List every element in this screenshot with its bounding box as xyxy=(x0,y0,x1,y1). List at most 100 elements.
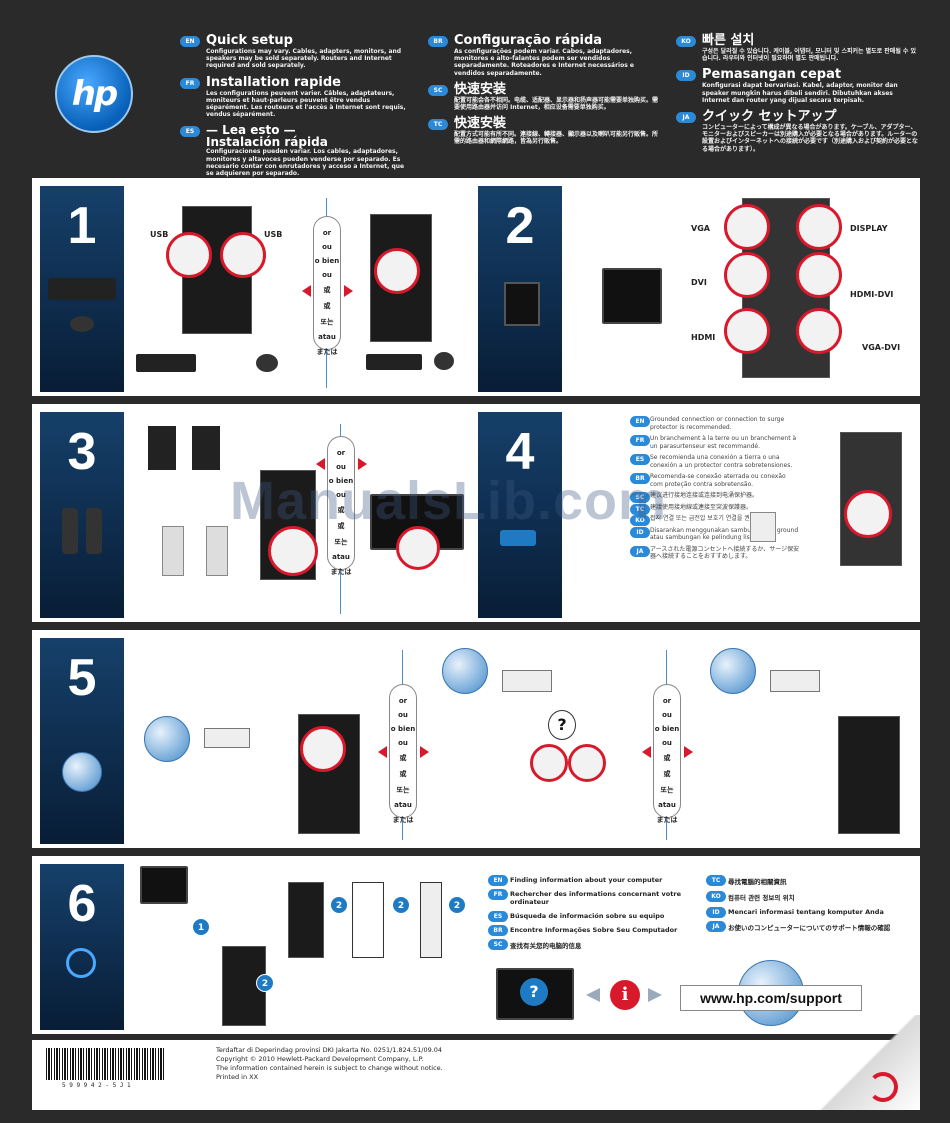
lang-badge: EN xyxy=(180,36,200,47)
internet-globe xyxy=(442,648,488,694)
tower-model-3 xyxy=(420,882,442,958)
intro-text: Configuraciones pueden variar. Los cable… xyxy=(206,148,405,178)
usb-label-right: USB xyxy=(264,230,283,239)
heading: クイック セットアップ xyxy=(702,109,837,125)
computer-tower-rear xyxy=(840,432,902,566)
wireless-router xyxy=(502,670,552,692)
monitor xyxy=(140,866,188,904)
vga-label: VGA xyxy=(691,224,710,233)
step-number-2: 2 xyxy=(478,186,562,392)
turn-page-arrow-icon[interactable] xyxy=(868,1072,898,1102)
lang-badge: KO xyxy=(676,36,696,47)
lang-badge: TC xyxy=(428,119,448,131)
question-icon: ? xyxy=(520,978,548,1006)
heading: Quick setup xyxy=(206,33,293,48)
speaker-icon xyxy=(86,508,102,554)
power-callout: 2 xyxy=(256,974,274,992)
arrow-left xyxy=(316,458,325,470)
mouse xyxy=(256,354,278,372)
hdmi-port-callout xyxy=(724,308,770,354)
watermark: ManualsLib.com xyxy=(230,471,668,531)
antenna-port-callout xyxy=(530,744,568,782)
dvi-label: DVI xyxy=(691,278,707,287)
help-monitor: ? xyxy=(496,968,574,1020)
antenna-port-callout-2 xyxy=(568,744,606,782)
power-callout: 2 xyxy=(330,896,348,914)
arrow-right-icon xyxy=(648,988,662,1002)
display-port-callout xyxy=(796,204,842,250)
step-number-4: 4 xyxy=(478,412,562,618)
speaker-2-right xyxy=(206,526,228,576)
lang-badge: ES xyxy=(180,126,200,138)
globe-icon xyxy=(62,752,102,792)
step-number-6: 6 xyxy=(40,864,124,1030)
arrow-left xyxy=(378,746,387,758)
keyboard-icon xyxy=(48,278,116,300)
hdmi-dvi-label: HDMI-DVI xyxy=(850,290,894,299)
vga-dvi-label: VGA-DVI xyxy=(862,343,901,352)
lang-badge: ID xyxy=(676,70,696,82)
heading: Pemasangan cepat xyxy=(702,67,842,83)
question-icon: ? xyxy=(548,710,576,740)
mouse-icon xyxy=(70,316,94,332)
display-label: DISPLAY xyxy=(850,224,888,233)
intro-text: As configurações podem variar. Cabos, ad… xyxy=(454,48,634,77)
hdmi-label: HDMI xyxy=(691,333,716,342)
monitor xyxy=(602,268,662,324)
intro-text: Les configurations peuvent varier. Câble… xyxy=(206,89,406,119)
wireless-mouse xyxy=(434,352,454,370)
power-callout: 2 xyxy=(392,896,410,914)
heading: Configuração rápida xyxy=(454,33,603,48)
step-number-1: 1 xyxy=(40,186,124,392)
vga-port-callout xyxy=(724,204,770,250)
arrow-right xyxy=(684,746,693,758)
speaker-icon xyxy=(62,508,78,554)
keyboard xyxy=(136,354,196,372)
heading: Installation rapide xyxy=(206,74,341,90)
heading: 快速安装 xyxy=(454,81,507,97)
step-number-5: 5 xyxy=(40,638,124,844)
monitor-icon xyxy=(504,282,540,326)
power-icon xyxy=(66,948,96,978)
heading: 快速安裝 xyxy=(454,116,507,132)
footer-text: Terdaftar di Deperindag provinsi DKI Jak… xyxy=(216,1046,443,1081)
heading: 빠른 설치 xyxy=(702,33,755,48)
hp-logo: hp xyxy=(55,55,133,133)
usb-port-callout-right xyxy=(220,232,266,278)
vga-dvi-port-callout xyxy=(796,308,842,354)
usb-label-left: USB xyxy=(150,230,169,239)
heading: Instalación rápida xyxy=(206,135,328,150)
usb-front-callout xyxy=(374,248,420,294)
internet-globe xyxy=(144,716,190,762)
wall-outlet xyxy=(750,512,776,542)
monitor-audio-callout xyxy=(396,526,440,570)
arrow-right xyxy=(420,746,429,758)
lang-badge: BR xyxy=(428,36,448,47)
intro-text: Konfigurasi dapat bervariasi. Kabel, ada… xyxy=(702,82,898,104)
intro-text: Configurations may vary. Cables, adapter… xyxy=(206,48,402,70)
tower-model-1 xyxy=(288,882,324,958)
support-url[interactable]: www.hp.com/support xyxy=(680,985,862,1011)
wireless-router xyxy=(770,670,820,692)
intro-text: コンピューターによって構成が異なる場合があります。ケーブル、アダプター、モニター… xyxy=(702,124,918,153)
speaker-left xyxy=(148,426,176,470)
internet-globe xyxy=(710,648,756,694)
wireless-keyboard xyxy=(366,354,422,370)
power-port-callout xyxy=(844,490,892,538)
barcode xyxy=(46,1048,166,1080)
info-icon: i xyxy=(610,980,640,1010)
dvi-port-callout xyxy=(724,252,770,298)
intro-text: 구성은 달라질 수 있습니다. 케이블, 어댑터, 모니터 및 스피커는 별도로… xyxy=(702,48,917,63)
lang-badge: SC xyxy=(428,84,448,96)
